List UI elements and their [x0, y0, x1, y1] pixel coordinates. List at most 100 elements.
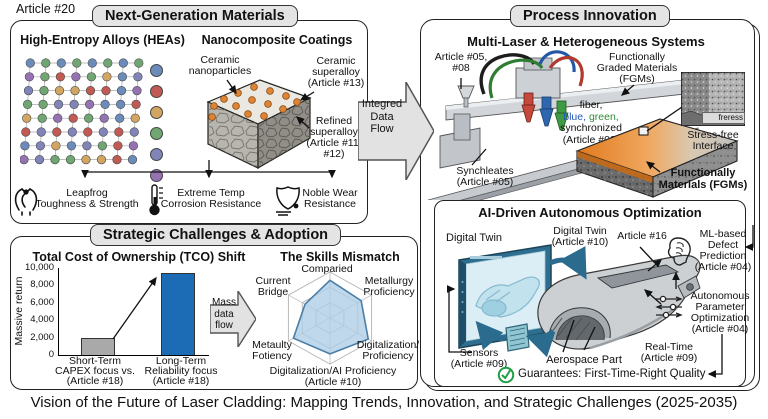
strategic-panel-title: Strategic Challenges & Adoption [90, 224, 342, 246]
hea-atom [128, 141, 138, 151]
digital-twin-label: Digital Twin [446, 232, 503, 244]
synchleates-label: Synchleates (Article #05) [456, 165, 514, 188]
hea-atom [132, 85, 142, 96]
hea-atom [21, 127, 31, 137]
hea-atom [100, 99, 110, 110]
inset-scale-tag: freress [702, 112, 745, 124]
ceramic-nanoparticles-label: Ceramic nanoparticles [188, 54, 252, 77]
tco-bar-long-term [161, 273, 195, 355]
digital-twin2-label: Digital Twin (Article #10) [551, 225, 609, 248]
hea-legend-dot [150, 169, 163, 182]
hea-legend-dot [150, 106, 163, 119]
hea-atom [85, 85, 96, 96]
check-circle-icon [497, 366, 515, 384]
hea-atom [54, 85, 65, 96]
hea-atom [87, 58, 97, 68]
article-20-tag: Article #20 [16, 2, 76, 16]
laser-head-green [554, 100, 569, 131]
radar-axis-metallurgy: Metallurgy Proficiency [363, 275, 415, 298]
hea-atom [114, 127, 124, 137]
refined-superalloy-label: Refined superalloy (Article #11, #12) [306, 115, 362, 160]
skills-radar-chart [287, 271, 373, 365]
hea-atom [65, 154, 76, 165]
guarantee-label: Guarantees: First-Time-Right Quality [518, 368, 706, 380]
figure-caption: Vision of the Future of Laser Cladding: … [30, 394, 738, 411]
hea-atom [131, 99, 141, 110]
hea-atom [20, 141, 30, 151]
digital-twin-part-sketch [475, 276, 540, 318]
nano-title: Nanocomposite Coatings [201, 33, 353, 47]
hea-atom [36, 127, 46, 137]
radar-axis-digital-ai: Digitalization/AI Proficiency (Article #… [269, 365, 397, 388]
article-0508-label: Article #05, #08 [434, 51, 488, 74]
hea-atom [98, 127, 108, 137]
ml-defect-label: ML-based Defect Prediction (Article #04) [694, 228, 752, 273]
hea-atom [96, 154, 107, 165]
radar-axis-metaulty: Metaulty Fotiency [252, 339, 292, 362]
multilaser-subtitle: Multi-Laser & Heterogeneous Systems [467, 34, 705, 49]
hea-title: High-Entropy Alloys (HEAs) [20, 33, 185, 47]
tco-bar-short-term [81, 338, 115, 355]
realtime-label: Real-Time (Article #09) [640, 341, 698, 364]
hea-atom [22, 99, 33, 110]
benefit-corrosion-label: Extreme Temp Corrosion Resistance [160, 187, 262, 210]
tco-tick-label: 6,000 [30, 296, 54, 308]
hea-atom [20, 155, 29, 165]
hea-atom [71, 72, 81, 82]
laser-types-label: fiber, blue, green, synchronized (Articl… [545, 99, 637, 146]
hea-atom [81, 154, 91, 165]
benefit-wear-label: Noble Wear Resistance [302, 187, 358, 210]
hea-atom [101, 85, 111, 96]
fgm-graded-label: Functionally Graded Materials (FGMs) [596, 51, 678, 85]
hea-atom [41, 58, 51, 68]
radar-data-polygon [292, 279, 370, 355]
hea-atom [134, 58, 144, 68]
fgm-bold-label: Functionally Materials (FGMs) [658, 167, 748, 191]
ai-panel-title: AI-Driven Autonomous Optimization [478, 205, 702, 220]
hea-atom [34, 154, 45, 165]
integrated-data-flow-arrow [358, 82, 434, 180]
hea-atom [70, 85, 80, 96]
hea-legend-dot [150, 85, 163, 98]
hea-atom [112, 154, 122, 165]
hea-atom [130, 113, 140, 123]
hea-atom [52, 127, 62, 137]
hea-atom [67, 127, 77, 137]
fgm-workpiece-illustration [575, 118, 739, 198]
hea-atom [51, 141, 61, 151]
hea-atom [40, 72, 50, 82]
hea-legend-dots [150, 64, 164, 190]
tco-tick-label: 4,000 [30, 314, 54, 326]
hea-atom [129, 127, 139, 137]
laser-green-text: green, [588, 110, 619, 123]
hea-atom [86, 72, 96, 82]
hea-atom [39, 85, 49, 96]
hea-atom [118, 58, 128, 68]
tco-xlabel-short: Short-Term CAPEX focus vs. (Article #18) [55, 355, 135, 387]
mass-data-flow-label: Mass data flow [212, 297, 236, 331]
tco-tick-label: 10,000 [24, 262, 54, 273]
hea-atom [127, 154, 138, 165]
parameter-sliders-icon [655, 295, 683, 319]
radar-grid-ring [287, 271, 373, 365]
article16-label: Article #16 [617, 230, 667, 242]
hea-atom [69, 99, 79, 110]
powder-hopper [457, 85, 475, 108]
mass-data-flow-arrow [210, 291, 256, 347]
hea-atom [38, 99, 48, 110]
hea-atom [116, 85, 127, 96]
tco-plot-area [58, 268, 209, 356]
hea-atom [82, 141, 92, 151]
autonomous-param-label: Autonomous Parameter Optimization (Artic… [690, 290, 750, 335]
hea-atom [68, 113, 78, 123]
hea-atom [115, 99, 126, 110]
hea-atom [22, 113, 32, 123]
hea-atom [133, 72, 143, 82]
tco-tick-label: 2,000 [30, 331, 54, 343]
stress-free-label: Stress-free Interface [687, 129, 739, 152]
shield-icon [276, 186, 300, 216]
hea-legend-dot [150, 127, 163, 140]
benefit-toughness-label: Leapfrog Toughness & Strength [35, 187, 139, 210]
laser-head-red [521, 92, 536, 123]
